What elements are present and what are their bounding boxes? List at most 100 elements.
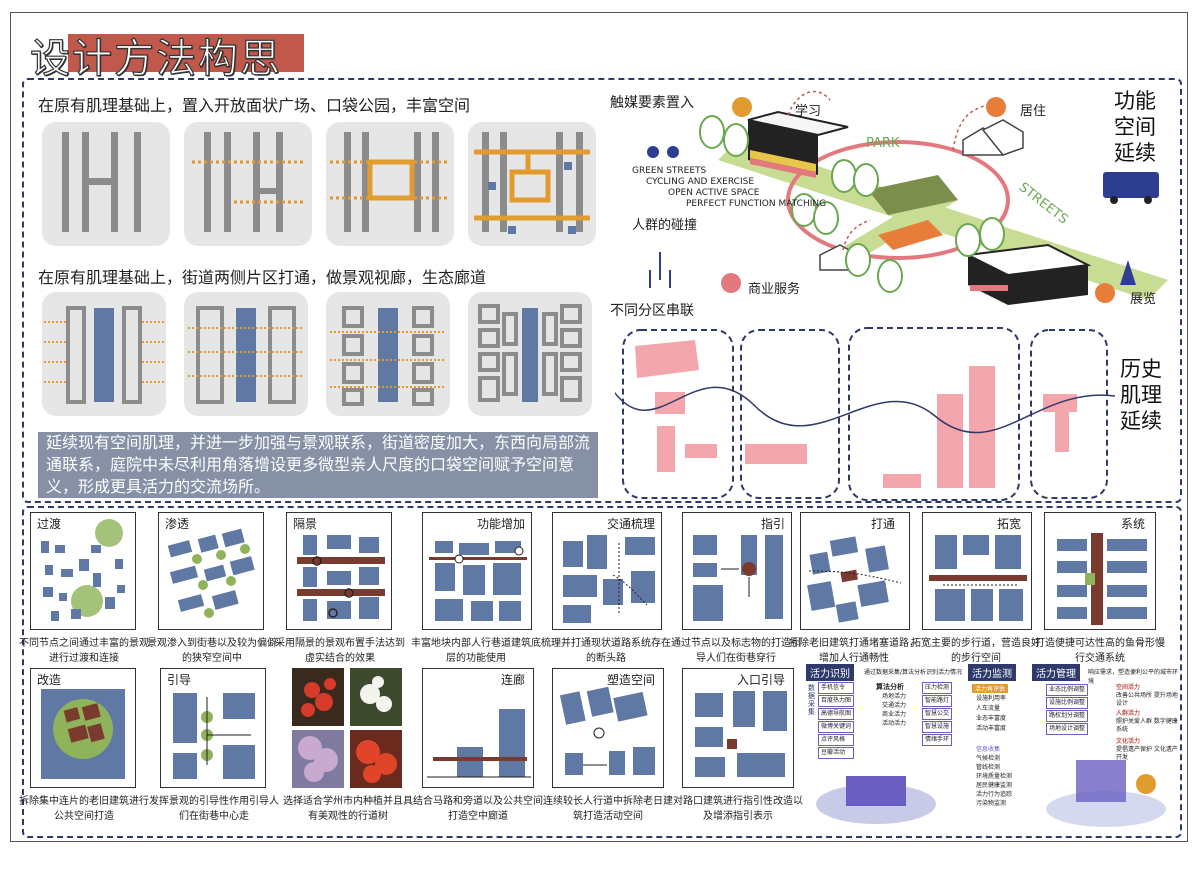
- monitor-item: 活动丰富度: [976, 725, 1007, 732]
- card-diagram: [429, 541, 527, 621]
- card-traffic: 交通梳理: [552, 512, 662, 630]
- tab-vitality-monitor: 活力监测: [968, 664, 1016, 681]
- card-diagram: [693, 535, 783, 621]
- card-title: 塑造空间: [606, 673, 655, 687]
- concept-line-3: OPEN ACTIVE SPACE: [668, 188, 760, 198]
- algo-item: 交通活力: [882, 702, 907, 709]
- card-caption: 拆除老旧建筑打通堵塞道路，增加人行通畅性: [789, 638, 919, 664]
- culture-vitality-sub: 提倡遗产保护 文化遗产开发: [1116, 746, 1178, 761]
- algo-item: 场地活力: [882, 693, 907, 700]
- page-title: 设计方法构思: [29, 35, 282, 82]
- card-caption: 不同节点之间通过丰富的景观进行过渡和连接: [19, 638, 149, 664]
- algo-items: 场地活力 交通活力 商业活力 活动活力: [882, 692, 906, 728]
- data-item: 微博关键词: [818, 721, 855, 733]
- card-title: 指引: [760, 517, 785, 531]
- data-item: 高德导航图: [818, 708, 855, 720]
- data-items: 手机信令 百度热力图 高德导航图 微博关键词 点评风格 豆瓣活动: [818, 682, 855, 759]
- title-underline: [68, 34, 304, 72]
- card-title: 隔景: [293, 517, 318, 531]
- crowd-vitality-label: 人群活力: [1116, 710, 1141, 717]
- vitality-diagram: 活力识别 通过数据采集/算法分析识别活力情况 活力监测 活力管理 响应需求，塑造…: [806, 664, 1178, 832]
- zone-label: 不同分区串联: [610, 303, 694, 319]
- mgmt-items: 业态比例调整 设施比例调整 路权划分调整 场地设计调整: [1046, 684, 1089, 735]
- card-open-up: 打通: [800, 512, 910, 630]
- card-caption: 打造便捷可达性高的鱼骨形慢行交通系统: [1035, 638, 1165, 664]
- bottom-section-border: [22, 506, 1182, 838]
- culture-vitality: 文化活力 提倡遗产保护 文化遗产开发: [1116, 738, 1178, 762]
- living-label: 居住: [1020, 104, 1047, 119]
- data-collect-label: 数据采集: [808, 684, 815, 716]
- card-diagram: [173, 693, 255, 779]
- history-continuation-label: 历史肌理延续: [1120, 357, 1162, 433]
- card-diagram: [427, 709, 531, 778]
- ai-item: 情绪手环: [922, 734, 953, 746]
- catalyst-illustration: [647, 90, 1168, 305]
- space-vitality: 空间活力 改善公共场所 提升场地设计: [1116, 684, 1178, 708]
- card-title: 拓宽: [996, 517, 1021, 531]
- mgmt-item: 业态比例调整: [1046, 684, 1089, 696]
- mgmt-item: 场地设计调整: [1046, 723, 1089, 735]
- ai-item: 压力检测: [922, 682, 953, 694]
- card-transition: 过渡: [30, 512, 136, 630]
- history-zones-diagram: [609, 327, 1116, 501]
- mgmt-item: 路权划分调整: [1046, 710, 1089, 722]
- card-title: 渗透: [165, 517, 190, 531]
- top-section-border: [22, 78, 1182, 503]
- street-tree-photos: [292, 668, 402, 788]
- card-diagram: [297, 535, 385, 621]
- texture-tile-3: [326, 122, 454, 246]
- concept-line-2: CYCLING AND EXERCISE: [646, 177, 755, 187]
- corridor-diagram-3: [330, 306, 446, 406]
- card-corridor: 连廊: [422, 668, 534, 788]
- corridor-diagram-2: [188, 306, 304, 404]
- data-item: 点评风格: [818, 734, 855, 746]
- monitor-item: 设施利用率: [976, 695, 1007, 702]
- texture-diagram-original: [62, 132, 141, 232]
- card-title: 入口引导: [736, 673, 785, 687]
- description-text: 延续现有空间肌理，并进一步加强与景观联系，街道密度加大，东西向局部流通联系，庭院…: [46, 433, 591, 496]
- tab-vitality-manage: 活力管理: [1032, 664, 1080, 681]
- tree-photo-grid: [292, 668, 402, 788]
- tab-vitality-identify: 活力识别: [806, 664, 854, 681]
- card-title: 过渡: [37, 517, 62, 531]
- catalyst-diagram: [608, 80, 1178, 320]
- card-diagram: [167, 528, 255, 618]
- page-frame: [10, 12, 1188, 842]
- card-caption: 连续较长人行道中拆除老日建筑打造活动空间: [543, 796, 673, 822]
- card-title: 引导: [167, 673, 192, 687]
- card-caption: 丰富地块内部人行巷道建筑底层的功能使用: [411, 638, 541, 664]
- park-label: PARK: [866, 136, 900, 151]
- card-title: 系统: [1120, 517, 1145, 531]
- crowd-vitality: 人群活力 照护关爱人群 数字健康系统: [1116, 710, 1178, 734]
- function-continuation-label: 功能空间延续: [1114, 89, 1156, 165]
- card-caption: 拓宽主要的步行道，营造良好的步行空间: [911, 638, 1041, 664]
- concept-line-4: PERFECT FUNCTION MATCHING: [686, 199, 827, 209]
- algo-label: 算法分析: [876, 683, 904, 691]
- info-item: 气候检测: [976, 755, 1001, 762]
- corridor-tile-4: [468, 292, 592, 416]
- mgmt-item: 设施比例调整: [1046, 697, 1089, 709]
- note-manage: 响应需求，塑造便利公平的城市环境: [1088, 669, 1179, 685]
- card-diagram: [695, 691, 787, 777]
- history-zones: [609, 326, 1116, 504]
- data-item: 手机信令: [818, 682, 855, 694]
- card-diagram: [929, 535, 1027, 621]
- card-caption: 发挥景观的引导性作用引导人们在街巷中心走: [149, 796, 279, 822]
- card-caption: 选择适合学州市内种植并且具有美观性的行道树: [283, 796, 413, 822]
- strategy-row-2: 改造 拆除集中连片的老旧建筑进行公共空间打造 引导 发挥景观的引导性作用引导人们…: [19, 668, 810, 828]
- monitor-item: 人车流量: [976, 705, 1001, 712]
- corridor-tile-2: [184, 292, 308, 416]
- monitor-items: 设施利用率 人车流量 业态丰富度 活动丰富度: [976, 694, 1006, 734]
- card-function-add: 功能增加: [422, 512, 532, 630]
- card-caption: 梳理并打通现状道路系统存在的断头路: [541, 638, 671, 664]
- data-item: 豆瓣活动: [818, 747, 855, 759]
- note-identify: 通过数据采集/算法分析识别活力情况: [864, 669, 963, 676]
- culture-vitality-label: 文化活力: [1116, 738, 1141, 745]
- texture-diagram-axis: [192, 132, 304, 232]
- card-title: 功能增加: [476, 517, 525, 531]
- corridor-diagram-1: [44, 306, 164, 404]
- texture-tile-4: [468, 122, 596, 246]
- trigger-label: 触媒要素置入: [610, 95, 694, 111]
- ai-items: 压力检测 智能路灯 智慧公交 智慧设施 情绪手环: [922, 682, 953, 746]
- monitor-head: 活力再评估: [972, 684, 1009, 693]
